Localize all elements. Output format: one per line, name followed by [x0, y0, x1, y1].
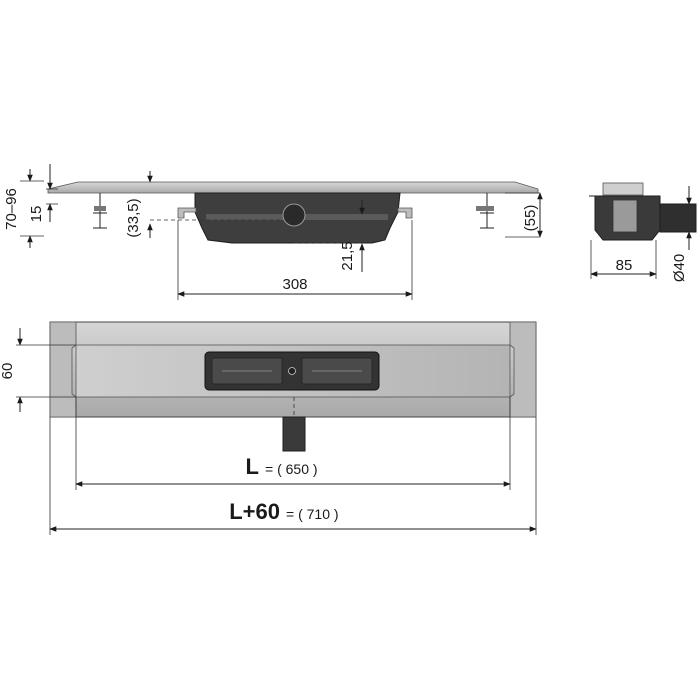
grate-plate [47, 181, 539, 194]
dim-body-width: 308 [282, 276, 307, 293]
end-view-outlet [659, 203, 697, 233]
side-view: 70–96 15 (33,5) 21,5 308 (55) [3, 164, 543, 300]
dim-length-value: = ( 650 ) [265, 461, 318, 477]
dim-body-depth: (33,5) [125, 198, 142, 237]
dim-length-label: L [246, 454, 259, 479]
dim-end-width: 85 [616, 257, 633, 274]
dim-total-length-value: = ( 710 ) [286, 506, 339, 522]
dim-channel-width: 60 [0, 363, 16, 380]
center-screw [288, 367, 296, 375]
dim-edge-height: 15 [28, 206, 45, 223]
dim-total-length-label: L+60 [229, 499, 280, 524]
leveling-foot-right [476, 193, 494, 229]
bracket-right [397, 207, 413, 219]
outlet-stub [282, 416, 306, 452]
bracket-left [177, 207, 197, 219]
end-cap-left [49, 321, 77, 418]
dim-height-range: 70–96 [3, 188, 20, 230]
end-cap-right [509, 321, 537, 418]
top-view: 60 L = ( 650 ) L+60 = ( 710 ) [0, 321, 537, 535]
dim-outlet-height: 21,5 [339, 241, 356, 270]
end-view-siphon [612, 199, 638, 233]
end-view: 85 Ø40 [589, 182, 697, 282]
end-view-grate [602, 182, 644, 196]
dim-outlet-diameter: Ø40 [671, 254, 688, 282]
dim-total-height: (55) [522, 205, 539, 232]
leveling-foot-left [93, 193, 107, 229]
outlet-pipe [282, 203, 306, 227]
